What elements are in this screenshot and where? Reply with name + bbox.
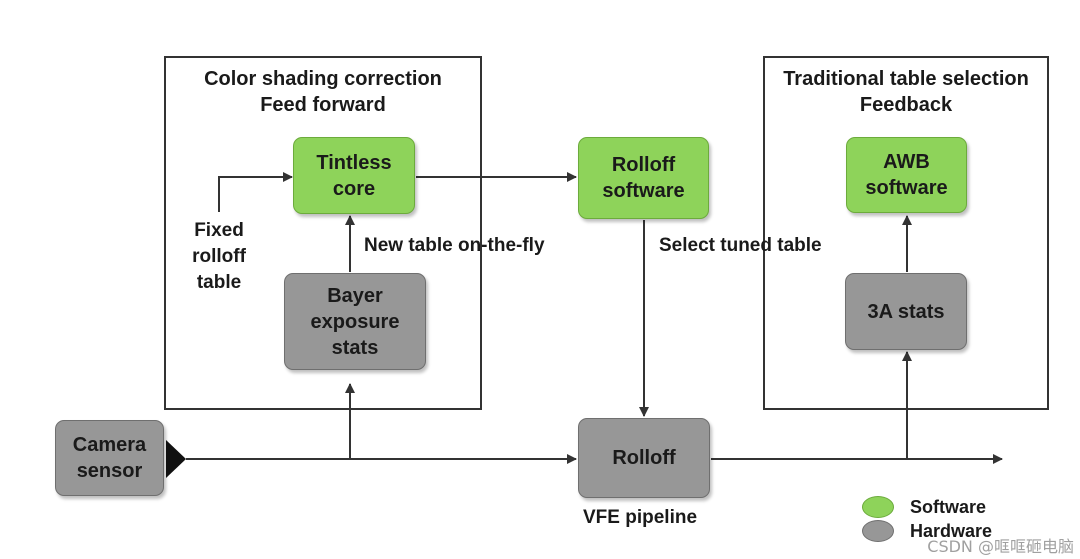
bayer-exposure-stats-node: Bayer exposure stats (284, 273, 426, 370)
feedback-frame (763, 56, 1049, 410)
tintless-core-node: Tintless core (293, 137, 415, 214)
rolloff-node: Rolloff (578, 418, 710, 498)
legend-software-swatch (862, 496, 894, 518)
csdn-watermark: CSDN @哐哐砸电脑 (927, 537, 1074, 556)
3a-stats-node: 3A stats (845, 273, 967, 350)
feedback-title: Traditional table selection Feedback (783, 68, 1029, 116)
sensor-connector-icon (166, 440, 186, 478)
feed-forward-title: Color shading correction Feed forward (204, 68, 442, 116)
vfe-pipeline-label: VFE pipeline (583, 507, 698, 528)
select-tuned-table-label: Select tuned table (659, 235, 822, 256)
fixed-rolloff-table-label: Fixed rolloff table (192, 220, 246, 293)
awb-software-node: AWB software (846, 137, 967, 213)
feed-forward-frame (164, 56, 482, 410)
new-table-label: New table on-the-fly (364, 235, 545, 256)
legend-hardware-swatch (862, 520, 894, 542)
legend-hardware-label: Hardware (910, 521, 993, 541)
legend-software-label: Software (910, 497, 987, 517)
fixed-table-to-tintless-arrow (218, 172, 293, 212)
rolloff-software-node: Rolloff software (578, 137, 709, 219)
camera-sensor-node: Camera sensor (55, 420, 164, 496)
